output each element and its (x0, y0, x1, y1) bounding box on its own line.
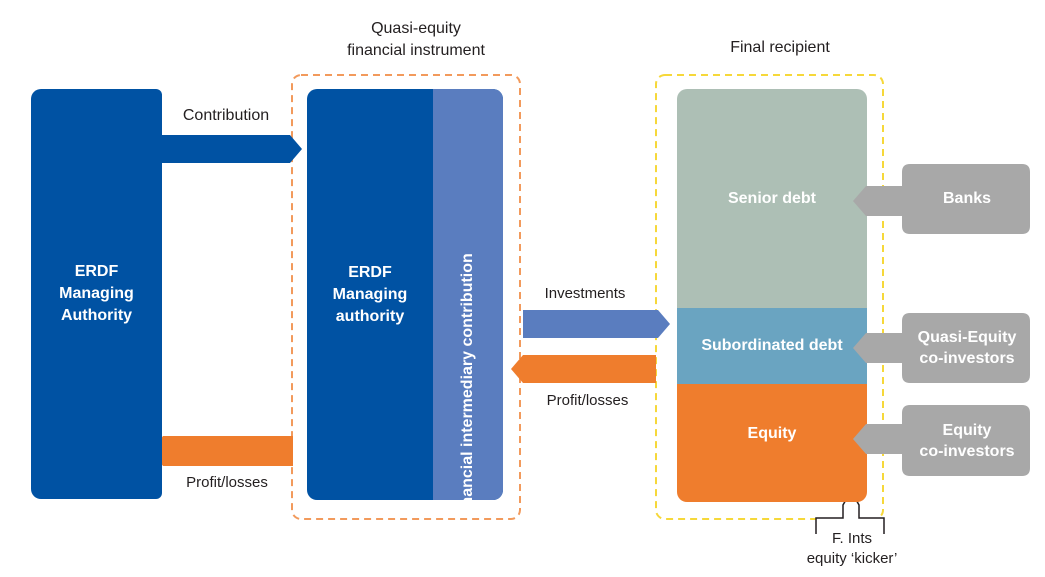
financial-intermediary-label: Financial intermediary contribution (459, 253, 476, 500)
instrument-main-label: ERDF Managing authority (332, 263, 408, 325)
subordinated-debt-label: Subordinated debt (701, 337, 843, 354)
equity-callout: Equity co-investors (904, 405, 1030, 476)
profit-losses-right-label: Profit/losses (546, 392, 629, 409)
equity-segment: Equity (677, 384, 867, 502)
erdf-managing-authority-label: ERDF Managing Authority (59, 263, 134, 324)
quasi-equity-label: Quasi-Equity co-investors (917, 329, 1017, 367)
recipient-header: Final recipient (730, 39, 830, 56)
investments-label: Investments (544, 285, 626, 302)
profit-losses-left-arrow (151, 436, 293, 466)
contribution-label: Contribution (182, 107, 270, 124)
banks-label: Banks (942, 190, 992, 207)
banks-callout: Banks (904, 164, 1030, 234)
kicker-label: F. Ints equity ‘kicker’ (806, 530, 898, 567)
investments-arrow (523, 310, 670, 338)
subordinated-debt-segment: Subordinated debt (677, 308, 867, 384)
senior-debt-segment: Senior debt (677, 89, 867, 308)
instrument-dashed-frame (291, 74, 521, 520)
instrument-box: ERDF Managing authority Financial interm… (307, 89, 503, 500)
equity-co-investors-label: Equity co-investors (919, 421, 1015, 460)
instrument-main-area: ERDF Managing authority (307, 89, 433, 500)
contribution-arrow (160, 135, 302, 163)
senior-debt-label: Senior debt (727, 189, 816, 207)
equity-label: Equity (747, 425, 797, 442)
financial-intermediary-band: Financial intermediary contribution (433, 89, 503, 500)
profit-losses-right-arrow (511, 355, 656, 383)
profit-losses-left-label: Profit/losses (186, 474, 268, 491)
erdf-managing-authority-box: ERDF Managing Authority (31, 89, 162, 499)
quasi-equity-callout: Quasi-Equity co-investors (904, 313, 1030, 383)
instrument-header: Quasi-equity financial instrument (347, 20, 485, 59)
recipient-dashed-frame (655, 74, 884, 520)
recipient-stack: Senior debt Subordinated debt Equity (677, 89, 867, 502)
